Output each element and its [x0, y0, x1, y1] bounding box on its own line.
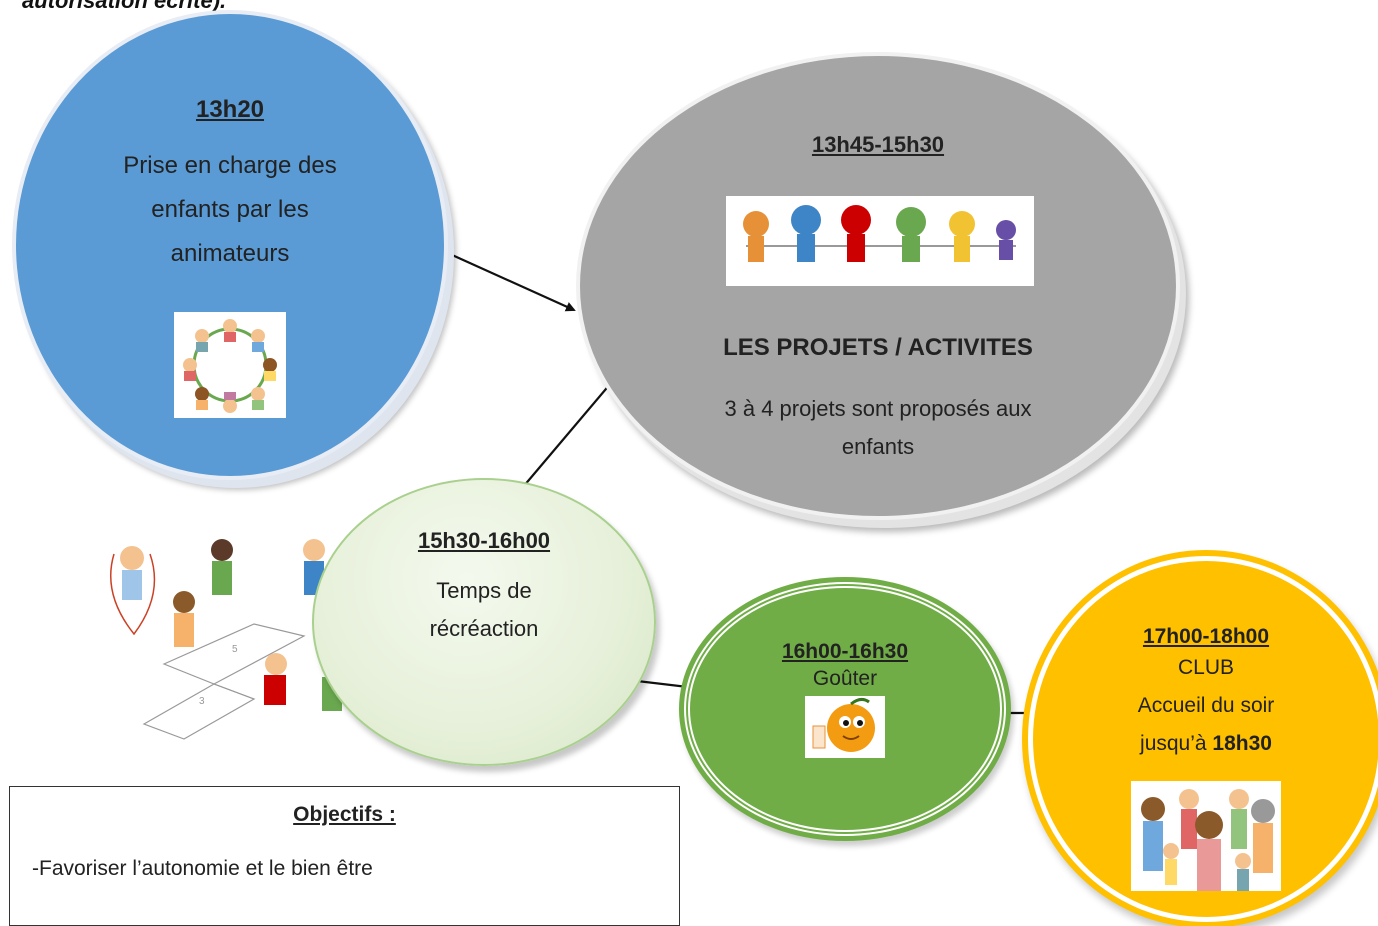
club-label: CLUB — [1177, 656, 1235, 679]
step-time: 16h00-16h30 — [781, 640, 909, 663]
children-circle-image — [174, 312, 286, 418]
svg-text:3: 3 — [199, 696, 205, 707]
step-description: Temps de récréaction — [429, 578, 539, 641]
until-time: jusqu’à 18h30 — [1140, 732, 1272, 755]
step-description: Prise en charge des enfants par les anim… — [123, 152, 337, 267]
header-note: autorisation écrite). — [22, 0, 227, 13]
kids-playing-image: 5 3 — [110, 539, 343, 740]
step-description: 3 à 4 projets sont proposés aux enfants — [724, 396, 1032, 459]
evening-welcome: Accueil du soir — [1137, 694, 1275, 717]
step-17h00-circle: 17h00-18h00 CLUB Accueil du soir jusqu’à… — [1028, 556, 1378, 922]
families-image — [1131, 781, 1281, 891]
step-13h20-circle: 13h20 Prise en charge des enfants par le… — [12, 10, 448, 480]
step-time: 13h20 — [195, 96, 265, 123]
arrow-2 — [510, 369, 623, 502]
step-description: Goûter — [812, 667, 878, 690]
step-time: 17h00-18h00 — [1142, 625, 1270, 648]
step-16h00-circle: 16h00-16h30 Goûter — [684, 582, 1006, 836]
end-time: 18h30 — [1212, 732, 1272, 755]
step-time: 15h30-16h00 — [417, 528, 551, 553]
objectives-box: Objectifs : -Favoriser l’autonomie et le… — [9, 786, 680, 926]
objective-item: -Favoriser l’autonomie et le bien être — [32, 857, 373, 880]
step-15h30-circle: 15h30-16h00 Temps de récréaction — [312, 478, 656, 766]
activities-headline: LES PROJETS / ACTIVITES — [723, 334, 1033, 361]
step-13h45-circle: 13h45-15h30 LES PROJETS / ACTIVITES 3 à … — [576, 52, 1180, 520]
children-holding-hands-image — [726, 196, 1034, 286]
step-time: 13h45-15h30 — [811, 132, 945, 157]
objectives-title: Objectifs : — [293, 803, 396, 826]
svg-text:5: 5 — [232, 644, 238, 655]
orange-snack-image — [805, 696, 885, 758]
